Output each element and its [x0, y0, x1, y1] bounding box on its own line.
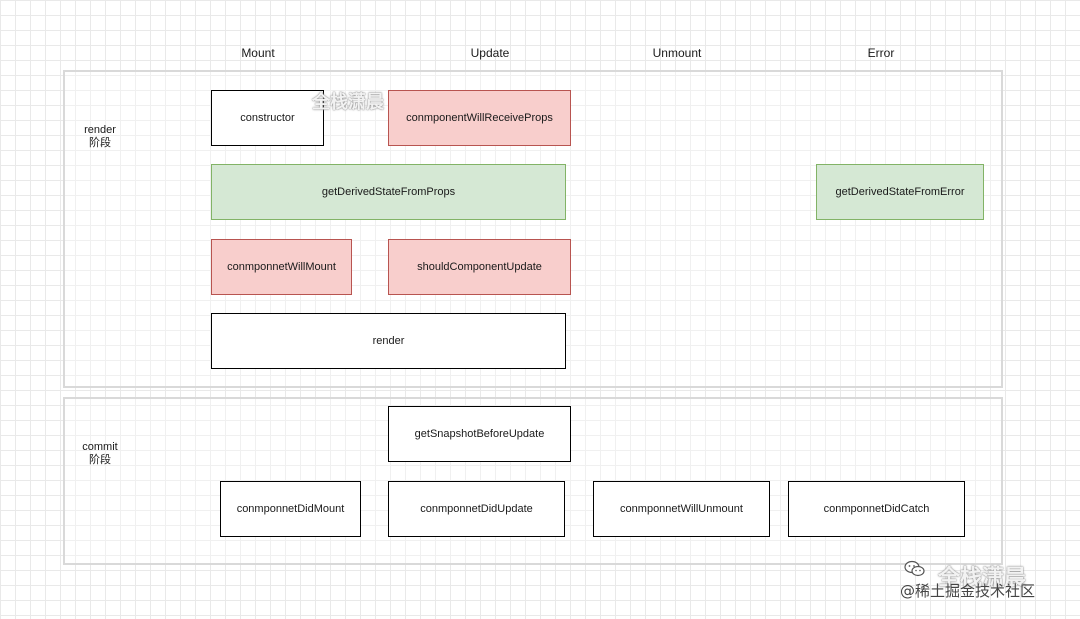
node-should-update: shouldComponentUpdate — [388, 239, 571, 295]
node-derived-state-from-error: getDerivedStateFromError — [816, 164, 984, 220]
commit-phase-name: commit — [82, 441, 118, 453]
commit-phase-sub: 阶段 — [89, 454, 111, 466]
node-render: render — [211, 313, 566, 369]
column-header-unmount: Unmount — [652, 46, 702, 60]
column-header-error: Error — [867, 46, 895, 60]
node-snapshot: getSnapshotBeforeUpdate — [388, 406, 571, 462]
node-did-update: conmponnetDidUpdate — [388, 481, 565, 537]
node-derived-state-from-props: getDerivedStateFromProps — [211, 164, 566, 220]
node-did-mount: conmponnetDidMount — [220, 481, 361, 537]
node-did-catch: conmponnetDidCatch — [788, 481, 965, 537]
column-header-mount: Mount — [241, 46, 275, 60]
commit-phase-label: commit 阶段 — [70, 441, 130, 467]
render-phase-sub: 阶段 — [89, 137, 111, 149]
column-header-update: Update — [470, 46, 510, 60]
render-phase-label: render 阶段 — [70, 124, 130, 150]
watermark-top: 全栈潇晨 — [312, 92, 384, 113]
wechat-icon — [904, 560, 925, 577]
render-phase-name: render — [84, 124, 116, 136]
watermark-sub: @稀土掘金技术社区 — [900, 582, 1036, 600]
node-constructor: constructor — [211, 90, 324, 146]
node-will-mount: conmponnetWillMount — [211, 239, 352, 295]
node-will-receive-props: conmponentWillReceiveProps — [388, 90, 571, 146]
watermark-bottom: 全栈潇晨 — [938, 566, 1027, 591]
node-will-unmount: conmponnetWillUnmount — [593, 481, 770, 537]
